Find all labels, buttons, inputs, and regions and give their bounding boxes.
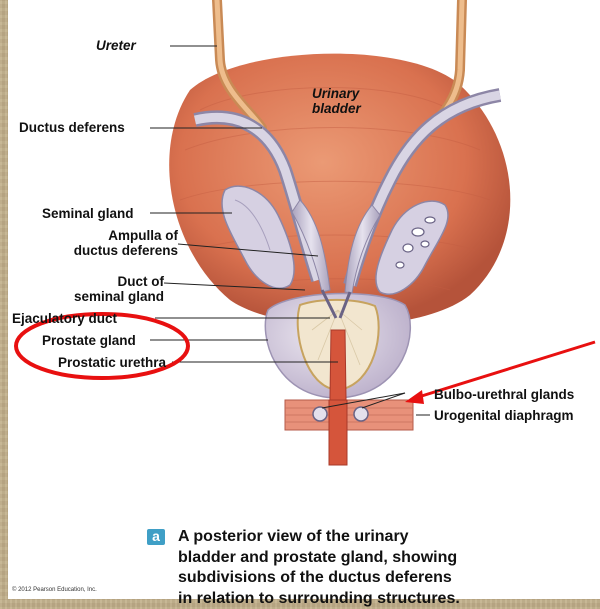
label-ureter: Ureter (96, 38, 136, 53)
label-duct-of-seminal-gland: Duct of seminal gland (18, 274, 164, 304)
copyright-notice: © 2012 Pearson Education, Inc. (12, 587, 97, 593)
caption-line-3: subdivisions of the ductus deferens (178, 568, 578, 589)
label-urinary-bladder-line1: Urinary (312, 86, 361, 101)
label-seminal-gland: Seminal gland (42, 206, 134, 221)
label-ampulla: Ampulla of ductus deferens (18, 228, 178, 258)
label-urogenital-diaphragm: Urogenital diaphragm (434, 408, 574, 423)
figure-caption: A posterior view of the urinary bladder … (178, 527, 578, 609)
bulbo-urethral-gland-left (313, 407, 327, 421)
label-urinary-bladder-line2: bladder (312, 101, 361, 116)
label-prostatic-urethra: Prostatic urethra (58, 355, 166, 370)
caption-line-2: bladder and prostate gland, showing (178, 548, 578, 569)
label-ampulla-line1: Ampulla of (18, 228, 178, 243)
label-ampulla-line2: ductus deferens (18, 243, 178, 258)
label-ejaculatory-duct: Ejaculatory duct (12, 311, 117, 326)
label-duct-seminal-line2: seminal gland (18, 289, 164, 304)
label-urinary-bladder: Urinary bladder (312, 86, 361, 116)
label-bulbo-urethral-glands: Bulbo-urethral glands (434, 387, 574, 402)
figure-badge: a (147, 529, 165, 545)
label-duct-seminal-line1: Duct of (18, 274, 164, 289)
label-prostate-gland: Prostate gland (42, 333, 136, 348)
caption-line-1: A posterior view of the urinary (178, 527, 578, 548)
bulbo-urethral-gland-right (354, 407, 368, 421)
label-ductus-deferens: Ductus deferens (19, 120, 125, 135)
